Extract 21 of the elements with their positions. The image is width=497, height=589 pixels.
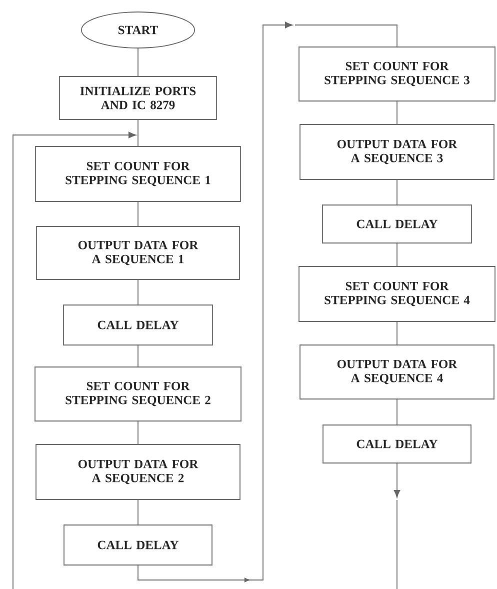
process-box: SET COUNT FOR STEPPING SEQUENCE 3 (298, 46, 496, 102)
connector-line (396, 101, 398, 124)
process-box: SET COUNT FOR STEPPING SEQUENCE 1 (35, 146, 241, 202)
process-box: CALL DELAY (64, 524, 212, 566)
connector-line (396, 322, 398, 345)
arrow (138, 22, 293, 582)
process-box: OUTPUT DATA FOR A SEQUENCE 1 (36, 226, 240, 280)
process-box: SET COUNT FOR STEPPING SEQUENCE 4 (298, 266, 496, 322)
connector-line (396, 243, 398, 266)
process-box: OUTPUT DATA FOR A SEQUENCE 4 (300, 344, 494, 400)
process-box: CALL DELAY (322, 204, 472, 244)
connector-line (396, 180, 398, 205)
process-box: CALL DELAY (63, 304, 213, 346)
process-box: OUTPUT DATA FOR A SEQUENCE 2 (36, 444, 240, 500)
arrow (394, 463, 400, 498)
process-box: SET COUNT FOR STEPPING SEQUENCE 2 (34, 366, 242, 422)
arrow (12, 132, 136, 589)
process-box: INITIALIZE PORTS AND IC 8279 (59, 76, 217, 120)
connector-line (396, 399, 398, 425)
process-box: OUTPUT DATA FOR A SEQUENCE 3 (300, 124, 494, 180)
process-box: CALL DELAY (322, 424, 472, 464)
